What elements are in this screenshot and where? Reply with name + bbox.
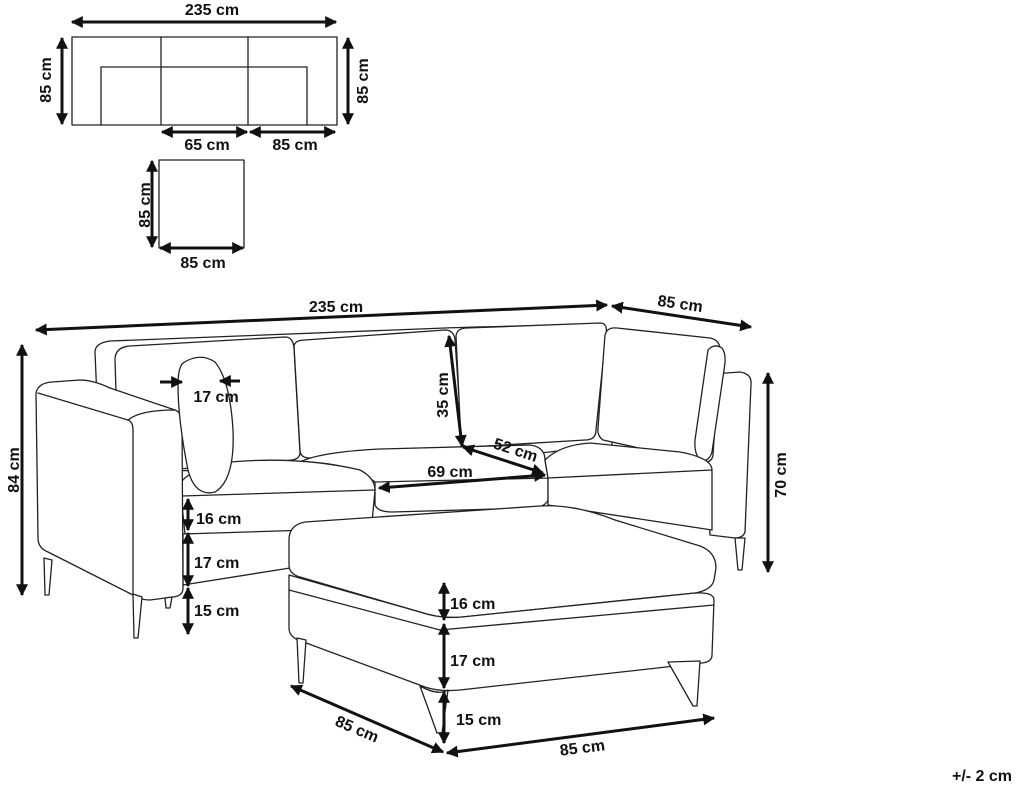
plan-corner-width-label: 85 cm (272, 137, 317, 154)
total-width-dimension-line (34, 299, 609, 336)
ottoman-depth-dimension-line (289, 684, 445, 754)
perspective-sofa (35, 322, 752, 639)
perspective-ottoman (288, 505, 717, 734)
ottoman-cushion (288, 505, 717, 619)
plan-left-depth-label: 85 cm (38, 57, 55, 102)
seat-depth-dimension-line (461, 444, 545, 476)
side-depth-label: 85 cm (656, 293, 703, 316)
ottoman-base-seam-right (439, 604, 715, 631)
leg-front-left (132, 593, 143, 639)
plan-ottoman-width-label: 85 cm (180, 255, 225, 272)
base-height-label: 17 cm (194, 555, 239, 572)
leg-height-label: 15 cm (194, 603, 239, 620)
ottoman-depth-label: 85 cm (333, 713, 381, 746)
ottoman-leg-height-label: 15 cm (456, 712, 501, 729)
seat-left-edge (181, 489, 376, 497)
plan-right-depth-label: 85 cm (355, 58, 372, 103)
leg-front-left-outer (43, 557, 53, 596)
tolerance-note: +/- 2 cm (952, 768, 1012, 785)
sofa-left-arm (35, 379, 184, 601)
ottoman-leg-left (296, 637, 307, 684)
plan-view: 235 cm 85 cm 85 cm 65 cm 85 cm 85 cm 85 … (38, 2, 372, 272)
perspective-dimensions: 235 cm 85 cm 84 cm 70 cm 17 cm 35 cm 52 … (6, 293, 790, 760)
seat-cushion-height-label: 16 cm (196, 511, 241, 528)
right-height-label: 70 cm (773, 452, 790, 497)
plan-ottoman-depth-label: 85 cm (137, 182, 154, 227)
back-cushion-right (455, 322, 608, 448)
seat-width-label: 69 cm (427, 464, 472, 481)
cushion-thickness-label: 17 cm (193, 389, 238, 406)
back-cushion-height-dimension-line (444, 334, 467, 448)
seat-width-dimension-line (377, 469, 547, 494)
ottoman-width-label: 85 cm (559, 737, 606, 759)
plan-width-label: 235 cm (185, 2, 239, 19)
right-arm-bolster (694, 345, 726, 461)
total-height-label: 84 cm (6, 447, 23, 492)
total-width-label: 235 cm (309, 299, 363, 316)
side-depth-dimension-line (610, 301, 753, 332)
ottoman-width-dimension-line (445, 713, 716, 758)
seat-right-top (544, 442, 713, 479)
ottoman-leg-right (667, 660, 701, 707)
plan-ottoman-outline (158, 159, 245, 249)
leg-front-left-rear (164, 596, 173, 609)
leg-right (734, 537, 746, 571)
plan-module-width-label: 65 cm (184, 137, 229, 154)
left-arm-top-edge (127, 409, 176, 421)
ottoman-cushion-height-label: 16 cm (450, 596, 495, 613)
plan-sofa-outline (71, 36, 338, 126)
back-cushion-height-label: 35 cm (435, 372, 452, 417)
ottoman-base-seam-left (288, 589, 441, 631)
ottoman-base-height-label: 17 cm (450, 653, 495, 670)
